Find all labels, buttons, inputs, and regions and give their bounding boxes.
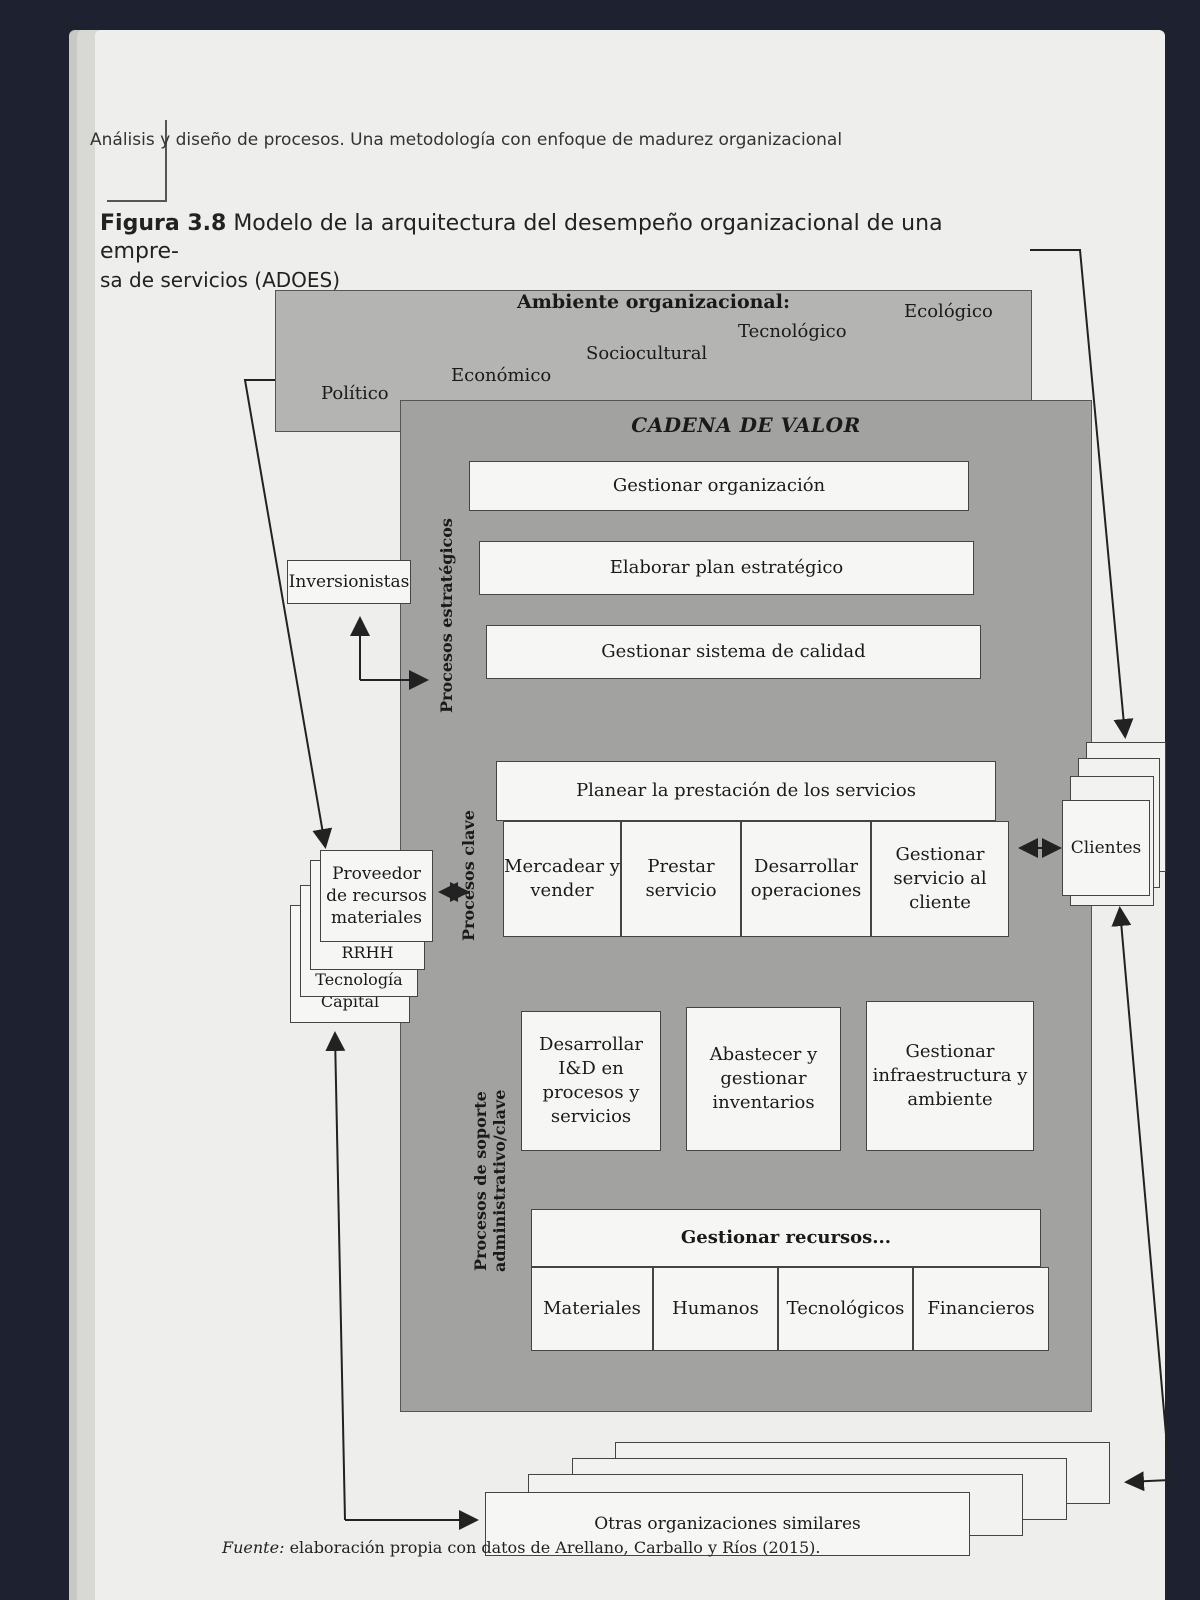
figure-title: Figura 3.8 Modelo de la arquitectura del…: [100, 210, 980, 295]
figure-label: Figura 3.8: [100, 211, 227, 236]
environment-item-politico: Político: [321, 383, 389, 404]
process-desarrollar-operaciones: Desarrollar operaciones: [741, 821, 871, 937]
process-gestionar-organizacion: Gestionar organización: [469, 461, 969, 511]
process-abastecer-inventarios: Abastecer y gestionar inventarios: [686, 1007, 841, 1151]
process-planear-prestacion: Planear la prestación de los servicios: [496, 761, 996, 821]
process-mercadear-vender: Mercadear y vender: [503, 821, 621, 937]
environment-item-sociocultural: Sociocultural: [586, 343, 708, 364]
environment-title: Ambiente organizacional:: [517, 291, 790, 313]
source-label: Fuente:: [222, 1538, 285, 1557]
page-corner-tab: [107, 120, 167, 202]
process-gestionar-servicio-cliente: Gestionar servicio al cliente: [871, 821, 1009, 937]
source-text: elaboración propia con datos de Arellano…: [289, 1538, 821, 1557]
value-chain-panel: CADENA DE VALOR Procesos estratégicos Ge…: [400, 400, 1092, 1412]
process-elaborar-plan-estrategico: Elaborar plan estratégico: [479, 541, 974, 595]
process-gestionar-sistema-calidad: Gestionar sistema de calidad: [486, 625, 981, 679]
value-chain-title: CADENA DE VALOR: [631, 413, 861, 437]
resource-humanos: Humanos: [653, 1267, 778, 1351]
supplier-box: Proveedor de recursos materiales: [320, 850, 433, 942]
process-prestar-servicio: Prestar servicio: [621, 821, 741, 937]
arrow-environment-to-supplier: [243, 379, 333, 849]
running-head: Análisis y diseño de procesos. Una metod…: [90, 130, 843, 150]
arrow-to-supplier-stack: [325, 1031, 346, 1521]
figure-title-text: Modelo de la arquitectura del desempeño …: [100, 211, 943, 264]
resources-header: Gestionar recursos...: [531, 1209, 1041, 1267]
arrow-to-clients-from-others: [1111, 906, 1171, 1481]
arrow-environment-to-clients: [1030, 249, 1134, 739]
figure-source: Fuente: elaboración propia con datos de …: [222, 1538, 982, 1557]
investors-box: Inversionistas: [287, 560, 411, 604]
resource-materiales: Materiales: [531, 1267, 653, 1351]
environment-item-tecnologico: Tecnológico: [738, 321, 847, 342]
other-organizations-box: Otras organizaciones similares: [485, 1492, 970, 1556]
process-gestionar-infraestructura: Gestionar infraestructura y ambiente: [866, 1001, 1034, 1151]
environment-item-ecologico: Ecológico: [904, 301, 993, 322]
resource-tecnologicos: Tecnológicos: [778, 1267, 913, 1351]
process-desarrollar-id: Desarrollar I&D en procesos y servicios: [521, 1011, 661, 1151]
clients-box: Clientes: [1062, 800, 1150, 896]
figure-title-continued: sa de servicios (ADOES): [100, 268, 341, 292]
arrow-to-others-from-clients: [1124, 1471, 1171, 1492]
resource-financieros: Financieros: [913, 1267, 1049, 1351]
environment-item-economico: Económico: [451, 365, 552, 386]
